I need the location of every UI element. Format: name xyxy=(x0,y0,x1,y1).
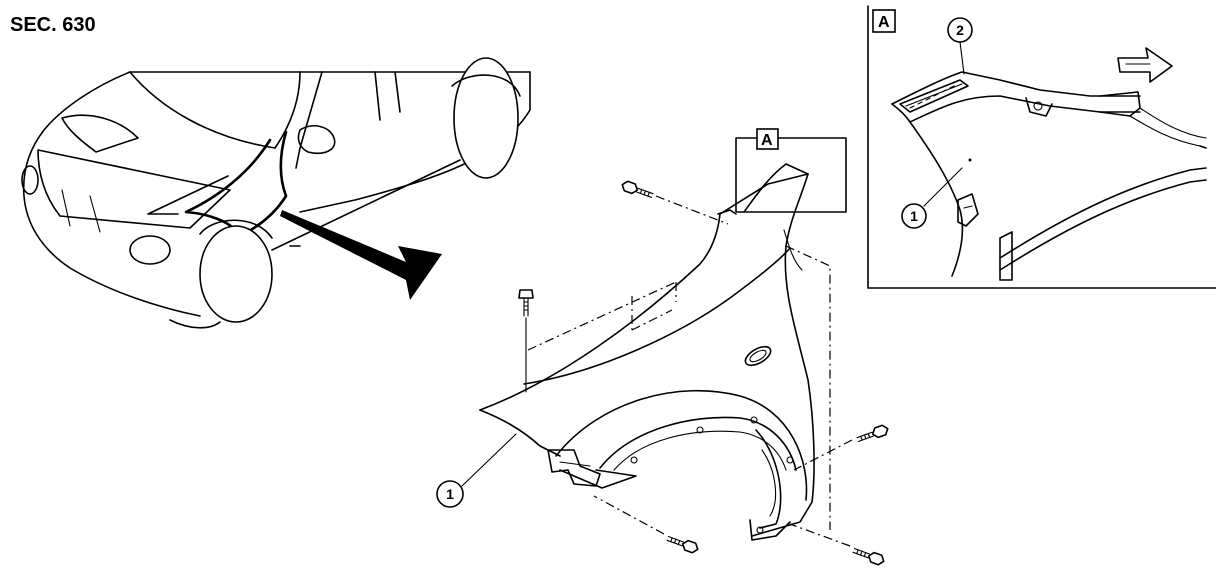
view-marker-small: A xyxy=(761,132,773,149)
callout-seal-number: 2 xyxy=(956,22,964,38)
callout-fender-detail: 1 xyxy=(901,167,963,229)
pointer-arrow-icon xyxy=(280,210,442,300)
callout-fender-detail-number: 1 xyxy=(910,208,918,224)
direction-arrow-icon xyxy=(1117,47,1173,83)
callout-seal: 2 xyxy=(947,17,973,75)
detail-a-panel: A 2 xyxy=(867,5,1216,289)
section-label: SEC. 630 xyxy=(10,14,96,36)
fender-part-icon xyxy=(479,173,831,541)
car-overview-icon xyxy=(21,57,531,329)
bolt-icon xyxy=(518,180,889,566)
callout-fender-number: 1 xyxy=(446,486,454,502)
view-marker-large: A xyxy=(878,14,890,31)
detail-a-frame: A xyxy=(735,128,847,213)
callout-fender: 1 xyxy=(436,433,517,508)
